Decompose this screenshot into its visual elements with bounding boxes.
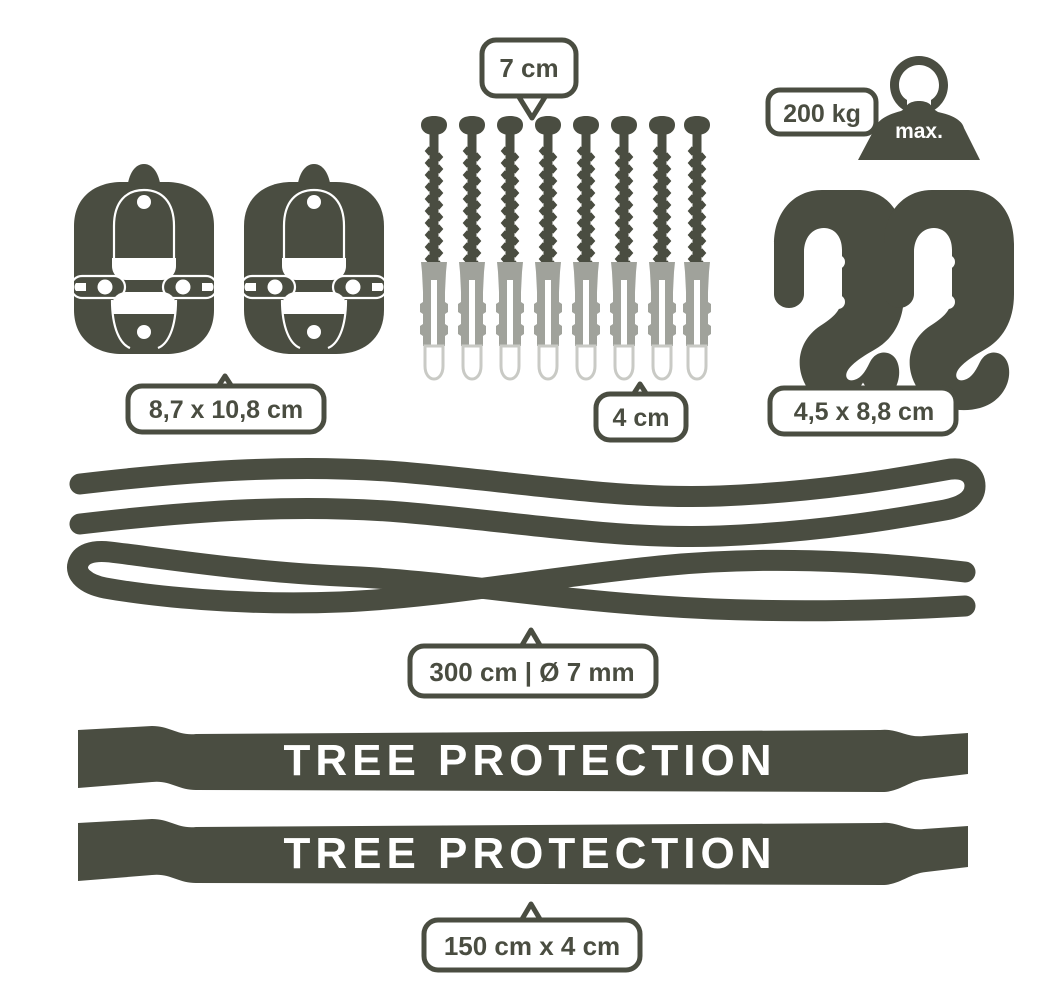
wall-plug [608, 260, 640, 381]
wall-plugs-group [418, 260, 713, 381]
hooks-size-label: 4,5 x 8,8 cm [794, 398, 934, 426]
mounting-plate-right [239, 162, 389, 356]
plugs-size-label: 4 cm [613, 404, 670, 432]
weight-capacity-badge: 200 kg [765, 87, 879, 137]
s-hook-left [774, 190, 904, 411]
screws-size-callout: 7 cm [479, 37, 579, 121]
wall-plug [681, 260, 713, 381]
rope-size-label: 300 cm | Ø 7 mm [429, 657, 634, 687]
strap-text: TREE PROTECTION [283, 829, 776, 878]
ropes-group [67, 457, 986, 622]
tree-protection-strap-1: TREE PROTECTION [78, 726, 968, 792]
strap-size-callout: 150 cm x 4 cm [421, 901, 643, 973]
screws-size-label: 7 cm [499, 53, 558, 83]
rope-upper [69, 457, 986, 548]
hooks-size-callout: 4,5 x 8,8 cm [767, 375, 959, 437]
mounting-plate-left [69, 162, 219, 356]
wall-plug [494, 260, 526, 381]
hooks-group [774, 190, 1014, 411]
tree-protection-strap-2: TREE PROTECTION [78, 819, 968, 885]
rope-lower [67, 541, 976, 622]
strap-size-label: 150 cm x 4 cm [444, 931, 620, 961]
wall-plug [456, 260, 488, 381]
wall-plug [570, 260, 602, 381]
plugs-size-callout: 4 cm [593, 381, 689, 443]
weight-capacity-label: 200 kg [783, 100, 861, 128]
s-hook-right [884, 190, 1014, 411]
wall-plug [646, 260, 678, 381]
plates-size-label: 8,7 x 10,8 cm [149, 396, 303, 424]
mounting-plates-group [69, 162, 389, 356]
plates-size-callout: 8,7 x 10,8 cm [125, 373, 327, 435]
wall-plug [532, 260, 564, 381]
strap-text: TREE PROTECTION [283, 736, 776, 785]
rope-size-callout: 300 cm | Ø 7 mm [407, 627, 659, 699]
wall-plug [418, 260, 450, 381]
weight-icon: max. [858, 56, 980, 160]
weight-max-label: max. [895, 120, 943, 143]
